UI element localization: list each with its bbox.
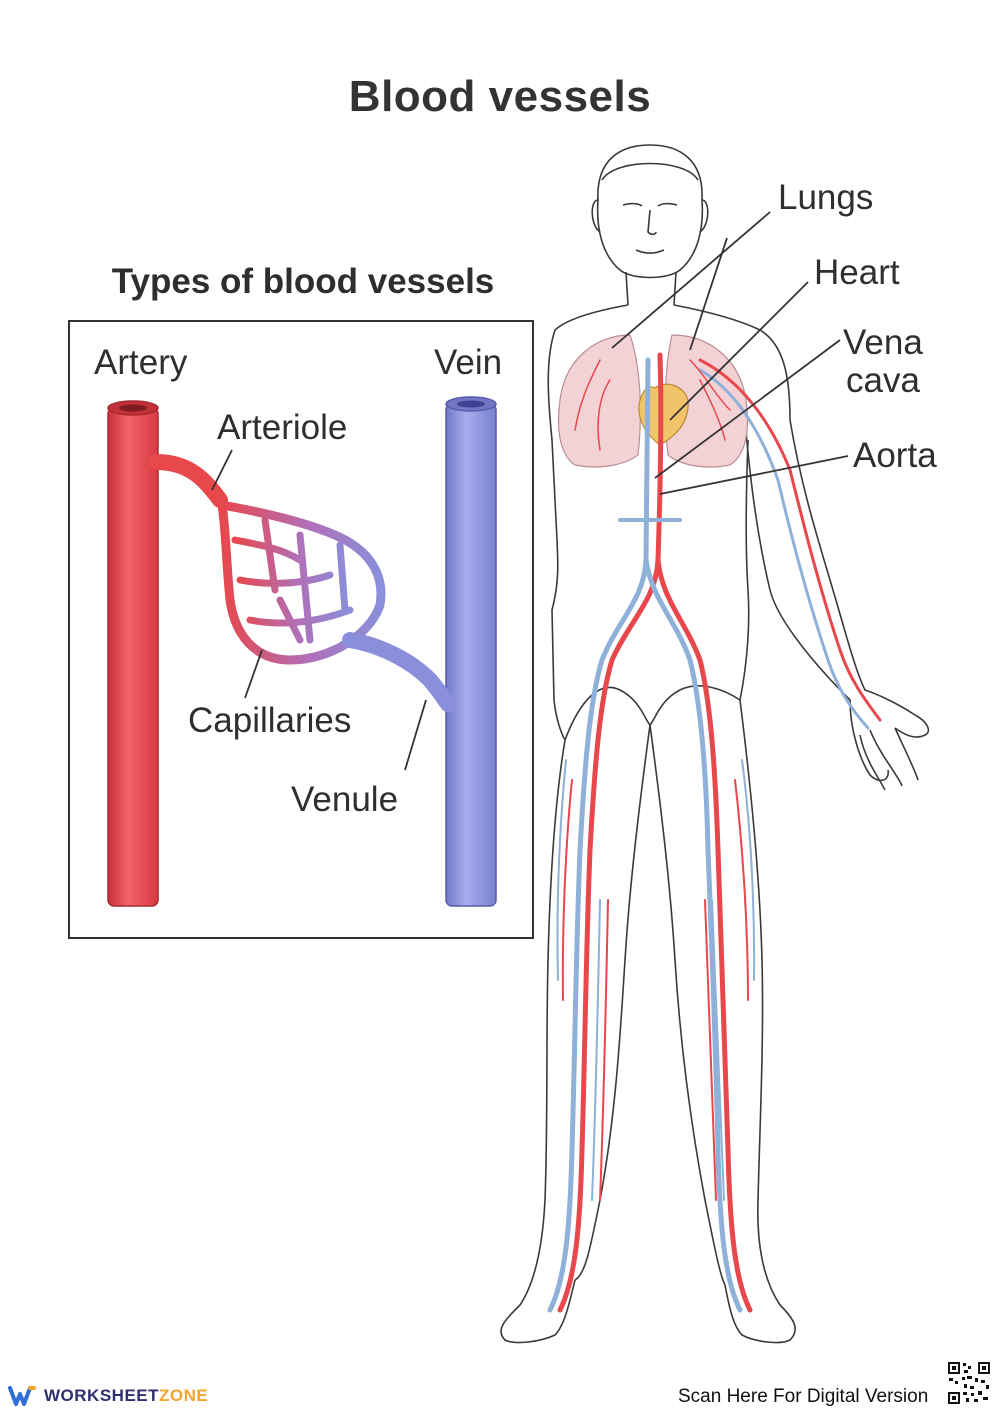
label-arteriole: Arteriole bbox=[217, 408, 348, 447]
label-aorta: Aorta bbox=[853, 436, 937, 475]
label-vena-cava-line1: Vena bbox=[843, 323, 923, 362]
label-lungs: Lungs bbox=[778, 178, 874, 217]
label-capillaries: Capillaries bbox=[188, 701, 352, 740]
label-heart: Heart bbox=[814, 253, 900, 292]
label-vena-cava-line2: cava bbox=[846, 361, 920, 400]
label-vein: Vein bbox=[434, 343, 503, 382]
vein-tube bbox=[445, 403, 497, 907]
lungs-shape bbox=[557, 334, 749, 468]
scan-text: Scan Here For Digital Version bbox=[678, 1386, 929, 1407]
artery-tube bbox=[107, 407, 159, 907]
logo-icon bbox=[8, 1386, 36, 1406]
inset-heading: Types of blood vessels bbox=[111, 262, 495, 301]
brand-name: WORKSHEETZONE bbox=[44, 1386, 209, 1405]
inset-leader-lines bbox=[211, 449, 427, 771]
page-title: Blood vessels bbox=[348, 72, 652, 121]
capillary-bed bbox=[217, 500, 456, 712]
blood-vessel-types-panel bbox=[68, 320, 534, 939]
leader-lines bbox=[611, 211, 849, 495]
venule-vessel bbox=[342, 632, 456, 712]
label-venule: Venule bbox=[291, 780, 399, 819]
label-artery: Artery bbox=[94, 343, 188, 382]
qr-code-icon[interactable] bbox=[947, 1361, 991, 1405]
worksheetzone-logo[interactable]: WORKSHEETZONE bbox=[8, 1383, 208, 1409]
arteriole-vessel bbox=[148, 454, 228, 508]
